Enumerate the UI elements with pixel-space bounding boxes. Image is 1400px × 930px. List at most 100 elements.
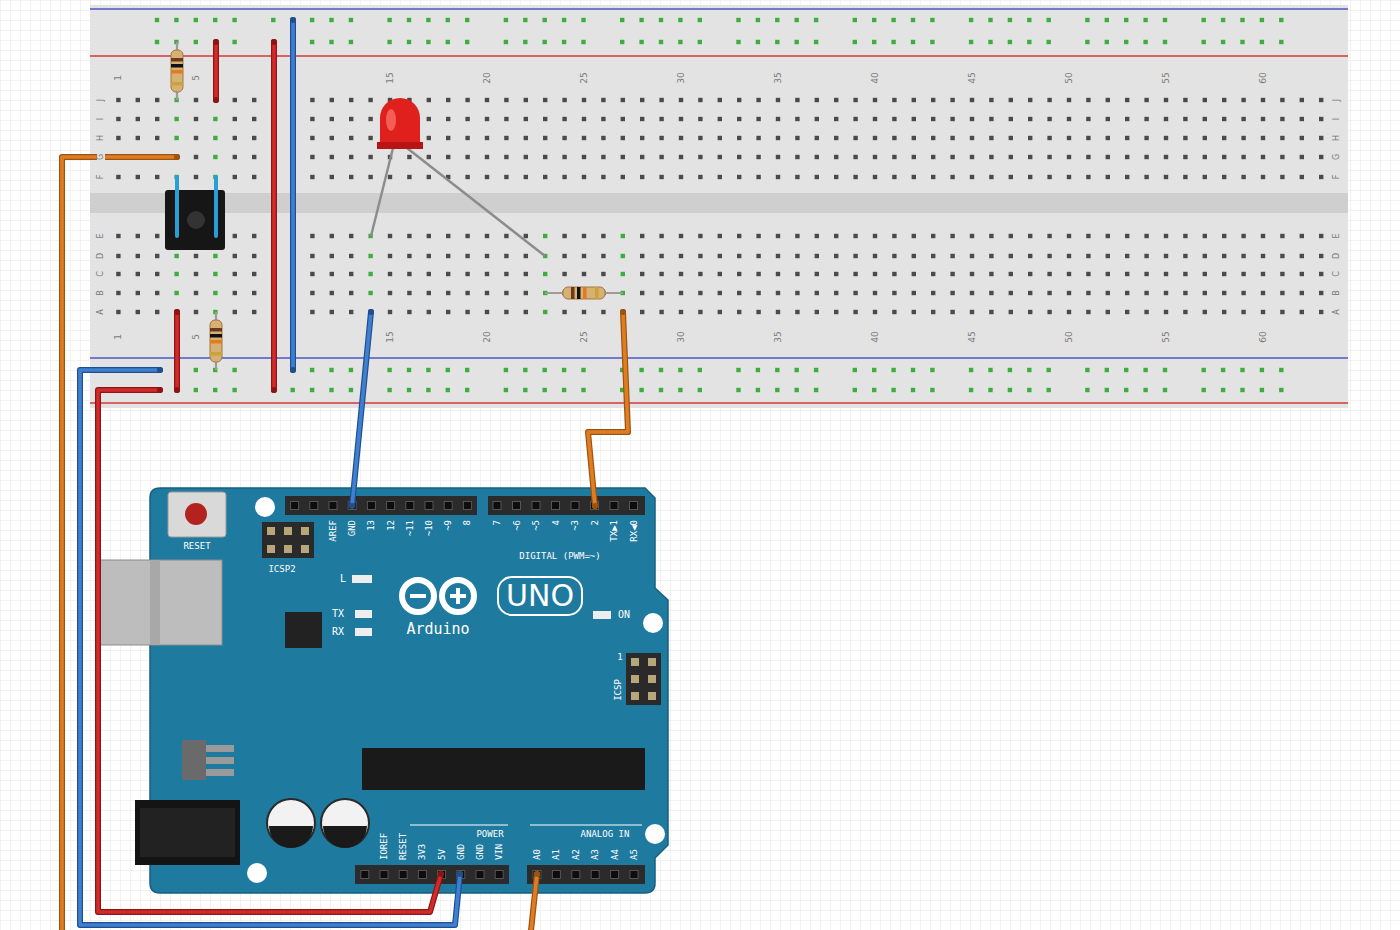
arduino-board: [402, 580, 434, 612]
jumper-wire: [80, 370, 460, 925]
arduino-board: [323, 826, 367, 848]
rail-holes: [194, 18, 198, 22]
rail-holes: [407, 368, 411, 372]
rail-holes: [872, 368, 876, 372]
breadboard-holes: [233, 98, 237, 102]
breadboard-holes: [1241, 155, 1245, 159]
breadboard-holes: [1067, 272, 1071, 276]
resistor-symbol: [210, 312, 222, 370]
breadboard-holes: [853, 175, 857, 179]
breadboard-holes: [1261, 254, 1265, 258]
arduino-board: [355, 610, 372, 618]
breadboard-holes: [427, 310, 431, 314]
breadboard-holes: [989, 175, 993, 179]
resistor-symbol: [563, 287, 605, 299]
breadboard-holes: [213, 291, 217, 295]
resistor-symbol: [545, 287, 623, 299]
breadboard-holes: [718, 98, 722, 102]
arduino-board: [329, 502, 337, 510]
breadboard-holes: [310, 98, 314, 102]
pin-label: 12: [386, 519, 395, 532]
rail-holes: [814, 40, 818, 44]
breadboard-holes: [1106, 310, 1110, 314]
breadboard-holes: [465, 254, 469, 258]
rail-holes: [1085, 18, 1089, 22]
jumper-wire: [174, 309, 180, 315]
rail-holes: [620, 40, 624, 44]
rail-holes: [911, 368, 915, 372]
breadboard-holes: [601, 310, 605, 314]
breadboard-holes: [679, 234, 683, 238]
pushbutton: [214, 177, 218, 236]
breadboard-holes: [621, 175, 625, 179]
breadboard-holes: [368, 155, 372, 159]
rail-holes: [814, 388, 818, 392]
breadboard-holes: [698, 254, 702, 258]
breadboard-holes: [1261, 136, 1265, 140]
breadboard-holes: [1067, 234, 1071, 238]
row-number: 30: [677, 71, 686, 84]
breadboard-holes: [679, 155, 683, 159]
breadboard-holes: [543, 98, 547, 102]
rail-holes: [1240, 18, 1244, 22]
rail-holes: [581, 388, 585, 392]
arduino-board: [267, 545, 275, 553]
breadboard-holes: [368, 136, 372, 140]
pushbutton: [187, 211, 205, 229]
breadboard-holes: [892, 175, 896, 179]
breadboard-holes: [756, 175, 760, 179]
jumper-wire: [80, 367, 463, 925]
rail-holes: [1105, 40, 1109, 44]
rail-holes: [795, 388, 799, 392]
rail-holes: [775, 40, 779, 44]
breadboard-holes: [1300, 136, 1304, 140]
breadboard-holes: [310, 254, 314, 258]
breadboard-holes: [155, 310, 159, 314]
arduino-board: [648, 658, 656, 666]
rail-holes: [1143, 18, 1147, 22]
rail-holes: [872, 40, 876, 44]
rail-holes: [155, 18, 1284, 392]
breadboard-holes: [1319, 136, 1323, 140]
breadboard-holes: [892, 310, 896, 314]
rail-holes: [988, 368, 992, 372]
breadboard-holes: [485, 272, 489, 276]
row-number: 40: [871, 71, 880, 84]
breadboard-holes: [1047, 136, 1051, 140]
arduino-board: [643, 613, 663, 633]
header-label: ICSP2: [267, 565, 296, 574]
pin-label: A2: [571, 848, 580, 861]
breadboard-holes: [756, 117, 760, 121]
breadboard-holes: [116, 234, 120, 238]
arduino-board: [321, 799, 369, 847]
jumper-wire: [534, 871, 540, 877]
rail-holes: [543, 388, 547, 392]
rail-holes: [795, 368, 799, 372]
row-letter: H: [97, 134, 105, 142]
breadboard-holes: [892, 136, 896, 140]
breadboard: [90, 55, 1348, 57]
breadboard-holes: [892, 98, 896, 102]
rail-holes: [1163, 368, 1167, 372]
rail-holes: [426, 18, 430, 22]
arduino-board: [362, 748, 645, 790]
breadboard-holes: [659, 117, 663, 121]
breadboard-holes: [815, 175, 819, 179]
breadboard-holes: [776, 310, 780, 314]
arduino-board: [206, 769, 234, 776]
breadboard-holes: [1028, 98, 1032, 102]
breadboard-holes: [1047, 155, 1051, 159]
breadboard-holes: [407, 272, 411, 276]
breadboard-holes: [1300, 155, 1304, 159]
breadboard-holes: [1009, 175, 1013, 179]
resistor-symbol: [171, 50, 183, 92]
breadboard-holes: [1300, 254, 1304, 258]
resistor-symbol: [171, 64, 183, 68]
breadboard-holes: [698, 234, 702, 238]
pin-label: ~10: [425, 519, 434, 537]
breadboard-holes: [330, 175, 334, 179]
pin-label: ~6: [512, 519, 521, 532]
breadboard: [90, 402, 1348, 404]
rail-holes: [853, 18, 857, 22]
rail-holes: [1124, 18, 1128, 22]
